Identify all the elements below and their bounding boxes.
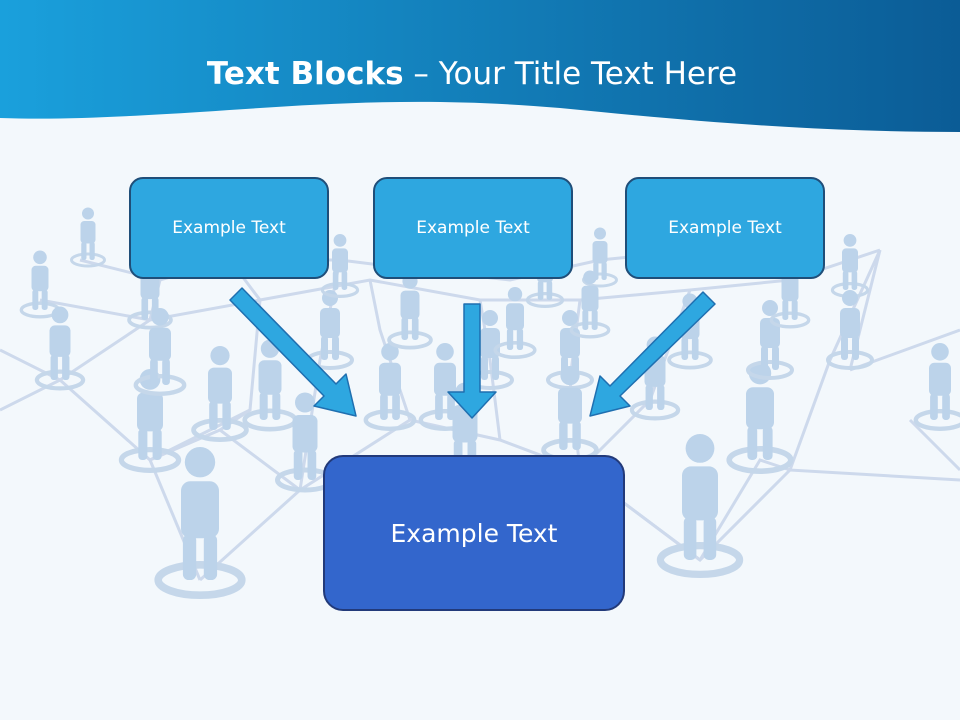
text-block-bottom: Example Text [323, 455, 625, 611]
text-block-right: Example Text [625, 177, 825, 279]
text-block-left-label: Example Text [172, 218, 286, 238]
text-block-center-label: Example Text [416, 218, 530, 238]
title-bold: Text Blocks [206, 56, 404, 92]
text-block-center: Example Text [373, 177, 573, 279]
text-block-left: Example Text [129, 177, 329, 279]
title-rest: – Your Title Text Here [403, 56, 738, 92]
text-block-right-label: Example Text [668, 218, 782, 238]
text-block-bottom-label: Example Text [390, 518, 558, 548]
slide-title: Text Blocks – Your Title Text Here [0, 52, 944, 96]
header-wave [0, 0, 960, 132]
